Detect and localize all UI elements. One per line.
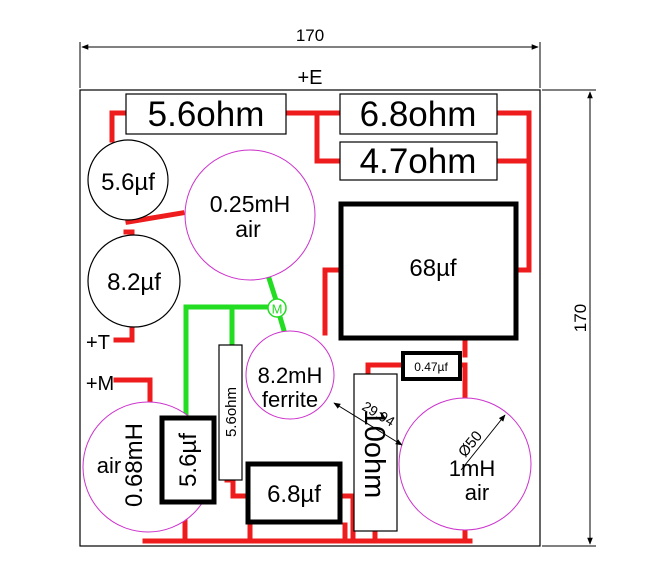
capacitor-c1: 5.6µf (87, 139, 169, 221)
resistor-r3-label: 4.7ohm (360, 142, 477, 181)
height-label: 170 (571, 304, 590, 332)
capacitor-c4: 0.47µf (401, 351, 462, 381)
resistor-r1-label: 5.6ohm (148, 95, 265, 134)
inductor-l3-core: air (97, 453, 121, 478)
capacitor-c1-label: 5.6µf (101, 169, 155, 196)
capacitor-c4-label: 0.47µf (414, 360, 448, 374)
capacitor-c3: 68µf (338, 201, 519, 341)
node-marker-label: M (272, 302, 283, 317)
capacitor-c5-label: 5.6µf (175, 433, 202, 487)
width-label: 170 (296, 26, 324, 45)
capacitor-c6: 6.8µf (245, 461, 343, 525)
inductor-l1-value: 0.25mH (210, 191, 291, 217)
capacitor-c6-label: 6.8µf (267, 481, 321, 508)
terminal-t-label: +T (86, 332, 110, 354)
resistor-r5: 10ohm (353, 373, 398, 532)
resistor-r4: 5.6ohm (218, 344, 243, 481)
inductor-l3-value: 0.68mH (121, 423, 148, 507)
diameter-arrow (460, 414, 506, 471)
inductor-l4-core: air (465, 480, 489, 505)
inductor-l4: 1mH air Ø50 (398, 397, 532, 531)
width-dimension: 170 (79, 26, 541, 88)
inductor-l4-value: 1mH (449, 456, 495, 481)
capacitor-c2: 8.2µf (87, 234, 181, 328)
inductor-l2-core: ferrite (262, 387, 318, 412)
board-outline (79, 89, 541, 547)
height-dimension: 170 (542, 89, 596, 547)
resistor-r4-label: 5.6ohm (223, 387, 240, 437)
resistor-r2-label: 6.8ohm (360, 95, 477, 134)
resistor-r3: 4.7ohm (339, 141, 498, 181)
capacitor-c5: 5.6µf (159, 415, 217, 505)
resistor-r1: 5.6ohm (125, 93, 287, 135)
terminal-m-label: +M (86, 373, 114, 395)
resistor-r2: 6.8ohm (339, 93, 498, 135)
node-marker-m: M (267, 298, 287, 318)
capacitor-c3-label: 68µf (409, 255, 457, 282)
inductor-l2: 8.2mH ferrite (245, 330, 335, 420)
inductor-l1-core: air (235, 216, 261, 242)
terminal-e-label: +E (297, 67, 322, 89)
red-traces (109, 110, 532, 544)
inductor-l1: 0.25mH air (184, 149, 316, 281)
capacitor-c2-label: 8.2µf (107, 269, 161, 296)
inductor-l2-value: 8.2mH (258, 363, 323, 388)
